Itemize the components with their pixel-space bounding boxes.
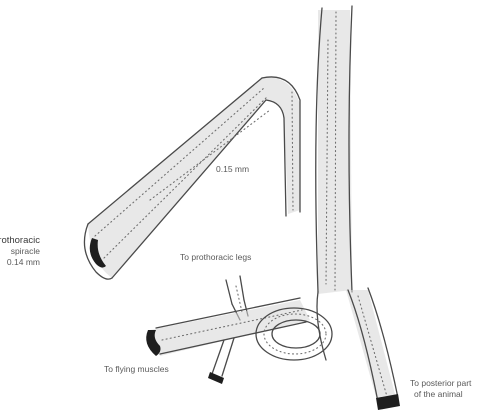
flying-muscle-branch [146,298,310,384]
label-trunk-width: 0.15 mm [216,164,249,174]
label-to-posterior-line1: To posterior part [410,378,472,388]
prothoracic-trachea [84,78,300,280]
label-prothoracic-line1: Prothoracic [0,235,40,246]
posterior-branch [317,288,400,410]
label-to-legs: To prothoracic legs [180,252,251,262]
label-prothoracic-line3: 0.14 mm [7,257,40,267]
main-trunk [316,6,352,294]
label-to-flying-muscles: To flying muscles [104,364,169,374]
label-prothoracic-line2: spiracle [11,246,41,256]
label-to-posterior-line2: of the animal [414,389,463,399]
